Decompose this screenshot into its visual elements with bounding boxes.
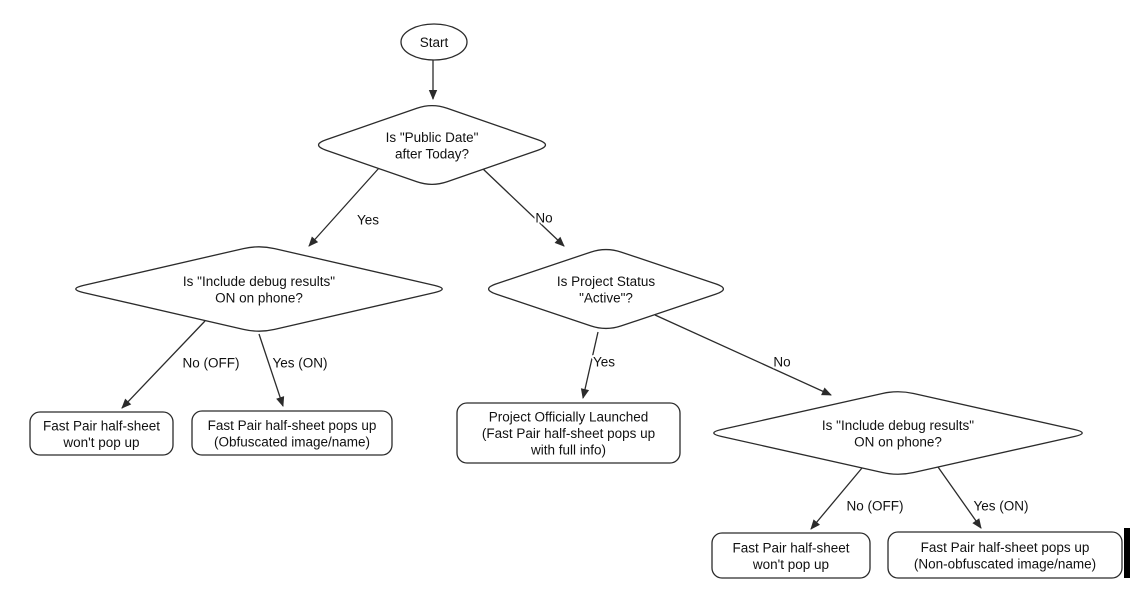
- edge-project-status-no-label: No: [773, 355, 790, 370]
- edge-project-status-yes-line: [580, 331, 599, 399]
- result-non-obfuscated-popup: Fast Pair half-sheet pops up(Non-obfusca…: [887, 531, 1123, 579]
- edge-debug-right-yes-on-label: Yes (ON): [973, 499, 1028, 514]
- result-officially-launched: Project Officially Launched(Fast Pair ha…: [456, 402, 681, 464]
- result-officially-launched-label: Project Officially Launched(Fast Pair ha…: [482, 409, 655, 457]
- edge-project-status-no-line: [654, 314, 832, 396]
- result-non-obfuscated-popup-shape: [887, 531, 1123, 579]
- result-non-obfuscated-popup-label: Fast Pair half-sheet pops up(Non-obfusca…: [914, 539, 1096, 571]
- edge-debug-right-yes-on-line: [937, 466, 982, 529]
- edge-project-status-no: No: [654, 314, 832, 396]
- text-cursor-artifact: [1124, 528, 1130, 578]
- edge-debug-left-no-off: No (OFF): [121, 320, 242, 409]
- edge-public-date-yes-line: [308, 167, 380, 247]
- decision-project-status-label: Is Project Status"Active"?: [557, 273, 656, 305]
- decision-debug-results-right-label: Is "Include debug results"ON on phone?: [822, 417, 974, 449]
- edge-debug-left-yes-on-line: [258, 333, 285, 407]
- edge-public-date-yes-label: Yes: [357, 213, 379, 228]
- edge-public-date-no-label: No: [535, 211, 552, 226]
- edge-public-date-no: No: [481, 167, 565, 247]
- result-wont-pop-up-left-shape: [29, 411, 174, 456]
- result-officially-launched-shape: [456, 402, 681, 464]
- result-obfuscated-popup-label: Fast Pair half-sheet pops up(Obfuscated …: [208, 417, 377, 449]
- decision-public-date-shape: [317, 104, 547, 186]
- decision-public-date-label: Is "Public Date"after Today?: [386, 129, 479, 161]
- decision-project-status: Is Project Status"Active"?: [487, 248, 725, 330]
- decision-debug-results-left: Is "Include debug results"ON on phone?: [75, 246, 443, 332]
- edge-project-status-yes: Yes: [580, 331, 617, 399]
- edge-debug-left-yes-on-label: Yes (ON): [272, 356, 327, 371]
- edge-debug-left-yes-on: Yes (ON): [258, 333, 330, 407]
- decision-debug-results-left-label: Is "Include debug results"ON on phone?: [183, 273, 335, 305]
- edge-debug-right-no-off-line: [810, 467, 863, 530]
- edge-debug-right-no-off-label: No (OFF): [847, 499, 904, 514]
- decision-debug-results-right: Is "Include debug results"ON on phone?: [713, 391, 1083, 475]
- decision-public-date: Is "Public Date"after Today?: [317, 104, 547, 186]
- start-node-shape: [400, 23, 468, 61]
- decision-debug-results-right-shape: [713, 391, 1083, 475]
- edge-debug-right-no-off: No (OFF): [810, 467, 906, 530]
- edge-debug-left-no-off-line: [121, 320, 206, 409]
- decision-debug-results-left-shape: [75, 246, 443, 332]
- start-node-label: Start: [420, 35, 449, 50]
- result-wont-pop-up-right-shape: [711, 532, 871, 579]
- edge-debug-left-no-off-label: No (OFF): [183, 356, 240, 371]
- result-obfuscated-popup-shape: [191, 410, 393, 456]
- edge-public-date-yes: Yes: [308, 167, 381, 247]
- result-obfuscated-popup: Fast Pair half-sheet pops up(Obfuscated …: [191, 410, 393, 456]
- edge-debug-right-yes-on: Yes (ON): [937, 466, 1031, 529]
- decision-project-status-shape: [487, 248, 725, 330]
- start-node: Start: [400, 23, 468, 61]
- edge-project-status-yes-label: Yes: [593, 355, 615, 370]
- edge-public-date-no-line: [481, 167, 565, 247]
